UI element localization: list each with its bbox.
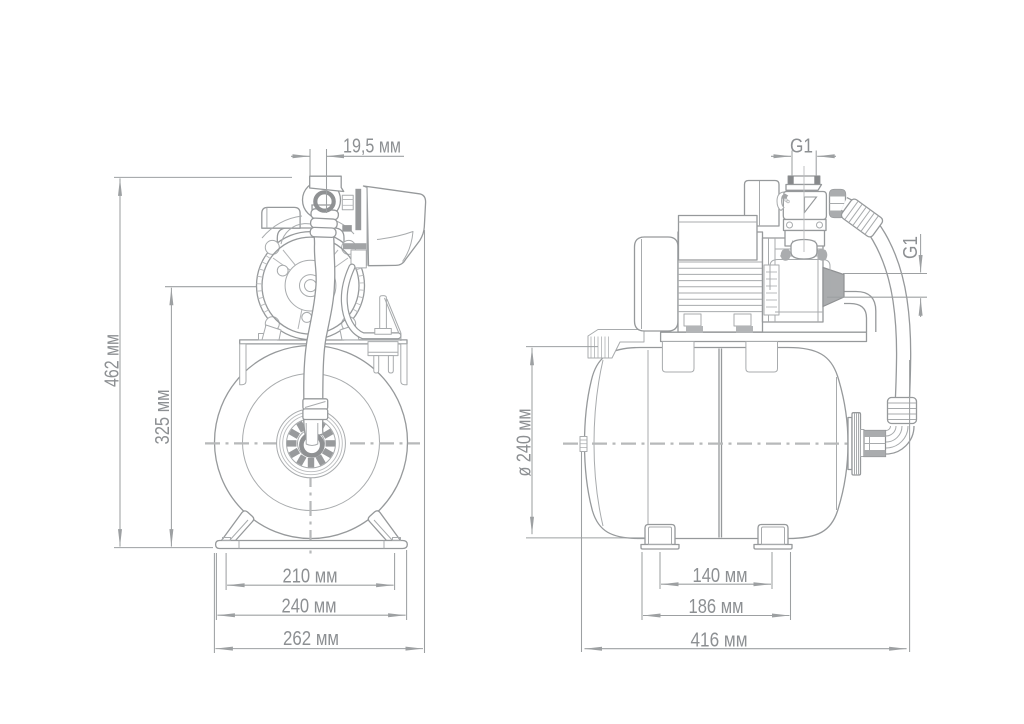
svg-text:325 мм: 325 мм: [151, 390, 174, 445]
svg-text:262 мм: 262 мм: [283, 627, 339, 650]
svg-text:G1: G1: [790, 135, 813, 158]
svg-text:ø 240 мм: ø 240 мм: [513, 409, 536, 477]
svg-text:240 мм: 240 мм: [282, 595, 337, 618]
svg-text:210 мм: 210 мм: [283, 565, 338, 588]
svg-text:19,5 мм: 19,5 мм: [343, 135, 401, 158]
svg-text:186 мм: 186 мм: [689, 595, 744, 618]
svg-text:140 мм: 140 мм: [693, 564, 748, 587]
svg-text:462 мм: 462 мм: [101, 334, 124, 387]
svg-text:416 мм: 416 мм: [691, 629, 748, 652]
svg-text:G1: G1: [899, 236, 922, 259]
